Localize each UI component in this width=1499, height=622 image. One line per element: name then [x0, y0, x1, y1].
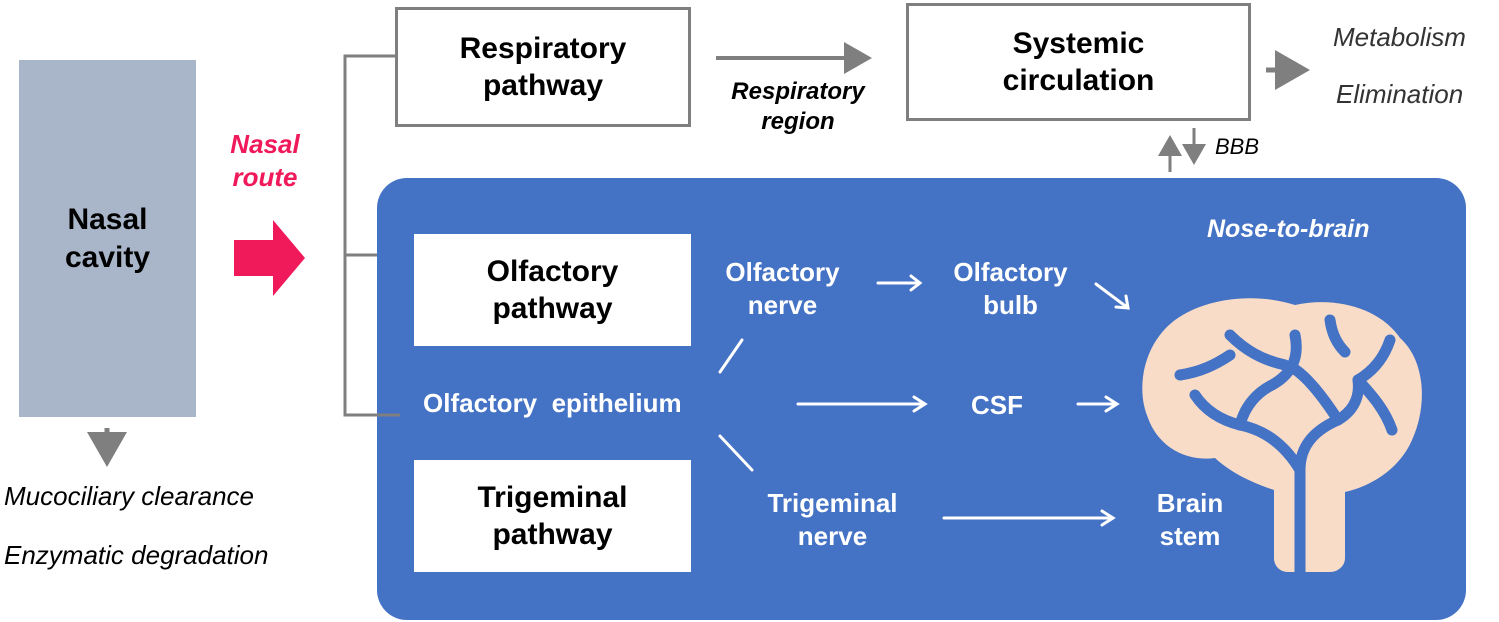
- olfactory-pathway-box: Olfactory pathway: [414, 234, 691, 346]
- respiratory-region-label: Respiratory region: [700, 77, 896, 137]
- nasal-route-line1: Nasal: [230, 129, 300, 159]
- brain-icon: [1142, 298, 1422, 578]
- respiratory-region-line1: Respiratory: [731, 78, 865, 105]
- trigeminal-pathway-box: Trigeminal pathway: [414, 460, 691, 572]
- epithelium-to-csf-arrow: [796, 395, 928, 413]
- brain-stem-line1: Brain: [1156, 488, 1224, 518]
- respiratory-pathway-line2: pathway: [482, 69, 603, 102]
- csf-label: CSF: [971, 390, 1023, 420]
- trigeminal-to-brainstem-arrow: [942, 509, 1116, 527]
- systemic-circulation-line2: circulation: [1002, 64, 1155, 97]
- olfactory-nerve-line1: Olfactory: [725, 257, 840, 287]
- epithelium-to-trigeminal-nerve-line: [718, 434, 754, 472]
- nasal-route-arrow: [234, 220, 305, 296]
- nasal-cavity-label-line2: cavity: [64, 240, 151, 274]
- csf-to-brain-arrow: [1076, 395, 1120, 413]
- nasal-route-line2: route: [232, 161, 298, 192]
- nasal-cavity-label: Nasal cavity: [65, 201, 150, 276]
- enzymatic-degradation-label: Enzymatic degradation: [4, 540, 269, 570]
- nerve-to-bulb-arrow: [876, 274, 923, 292]
- olfactory-nerve-line2: nerve: [747, 289, 818, 320]
- trigeminal-pathway-line1: Trigeminal: [477, 480, 628, 514]
- trigeminal-nerve-line2: nerve: [797, 520, 868, 551]
- olfactory-bulb-label: Olfactory bulb: [928, 256, 1093, 321]
- elimination-label: Elimination: [1336, 79, 1464, 109]
- olfactory-pathway-line2: pathway: [492, 292, 613, 325]
- respiratory-pathway-box: Respiratory pathway: [395, 7, 691, 127]
- brain-stem-line2: stem: [1159, 520, 1221, 551]
- systemic-circulation-line1: Systemic: [1012, 26, 1145, 60]
- systemic-circulation-box: Systemic circulation: [906, 3, 1251, 121]
- olfactory-bulb-line1: Olfactory: [953, 257, 1068, 287]
- respiratory-region-line2: region: [761, 108, 835, 135]
- metabolism-label: Metabolism: [1333, 22, 1466, 52]
- nose-to-brain-label: Nose-to-brain: [1207, 215, 1370, 243]
- olfactory-nerve-label: Olfactory nerve: [700, 256, 865, 321]
- bulb-to-brain-arrow: [1094, 282, 1130, 310]
- olfactory-epithelium-label: Olfactory epithelium: [423, 388, 682, 418]
- nasal-route-label: Nasal route: [200, 128, 330, 193]
- epithelium-to-olfactory-nerve-line: [718, 338, 744, 374]
- nasal-cavity-label-line1: Nasal: [67, 203, 148, 236]
- bbb-label: BBB: [1215, 134, 1260, 159]
- respiratory-pathway-line1: Respiratory: [459, 31, 627, 65]
- trigeminal-nerve-line1: Trigeminal: [767, 488, 898, 518]
- olfactory-bulb-line2: bulb: [983, 289, 1038, 320]
- nasal-cavity-block: Nasal cavity: [19, 60, 196, 417]
- brain-stem-label: Brain stem: [1140, 487, 1240, 552]
- mucociliary-clearance-label: Mucociliary clearance: [4, 481, 254, 511]
- trigeminal-pathway-line2: pathway: [492, 518, 613, 551]
- pathway-bracket: [343, 54, 400, 417]
- trigeminal-nerve-label: Trigeminal nerve: [735, 487, 930, 552]
- olfactory-pathway-line1: Olfactory: [486, 254, 619, 288]
